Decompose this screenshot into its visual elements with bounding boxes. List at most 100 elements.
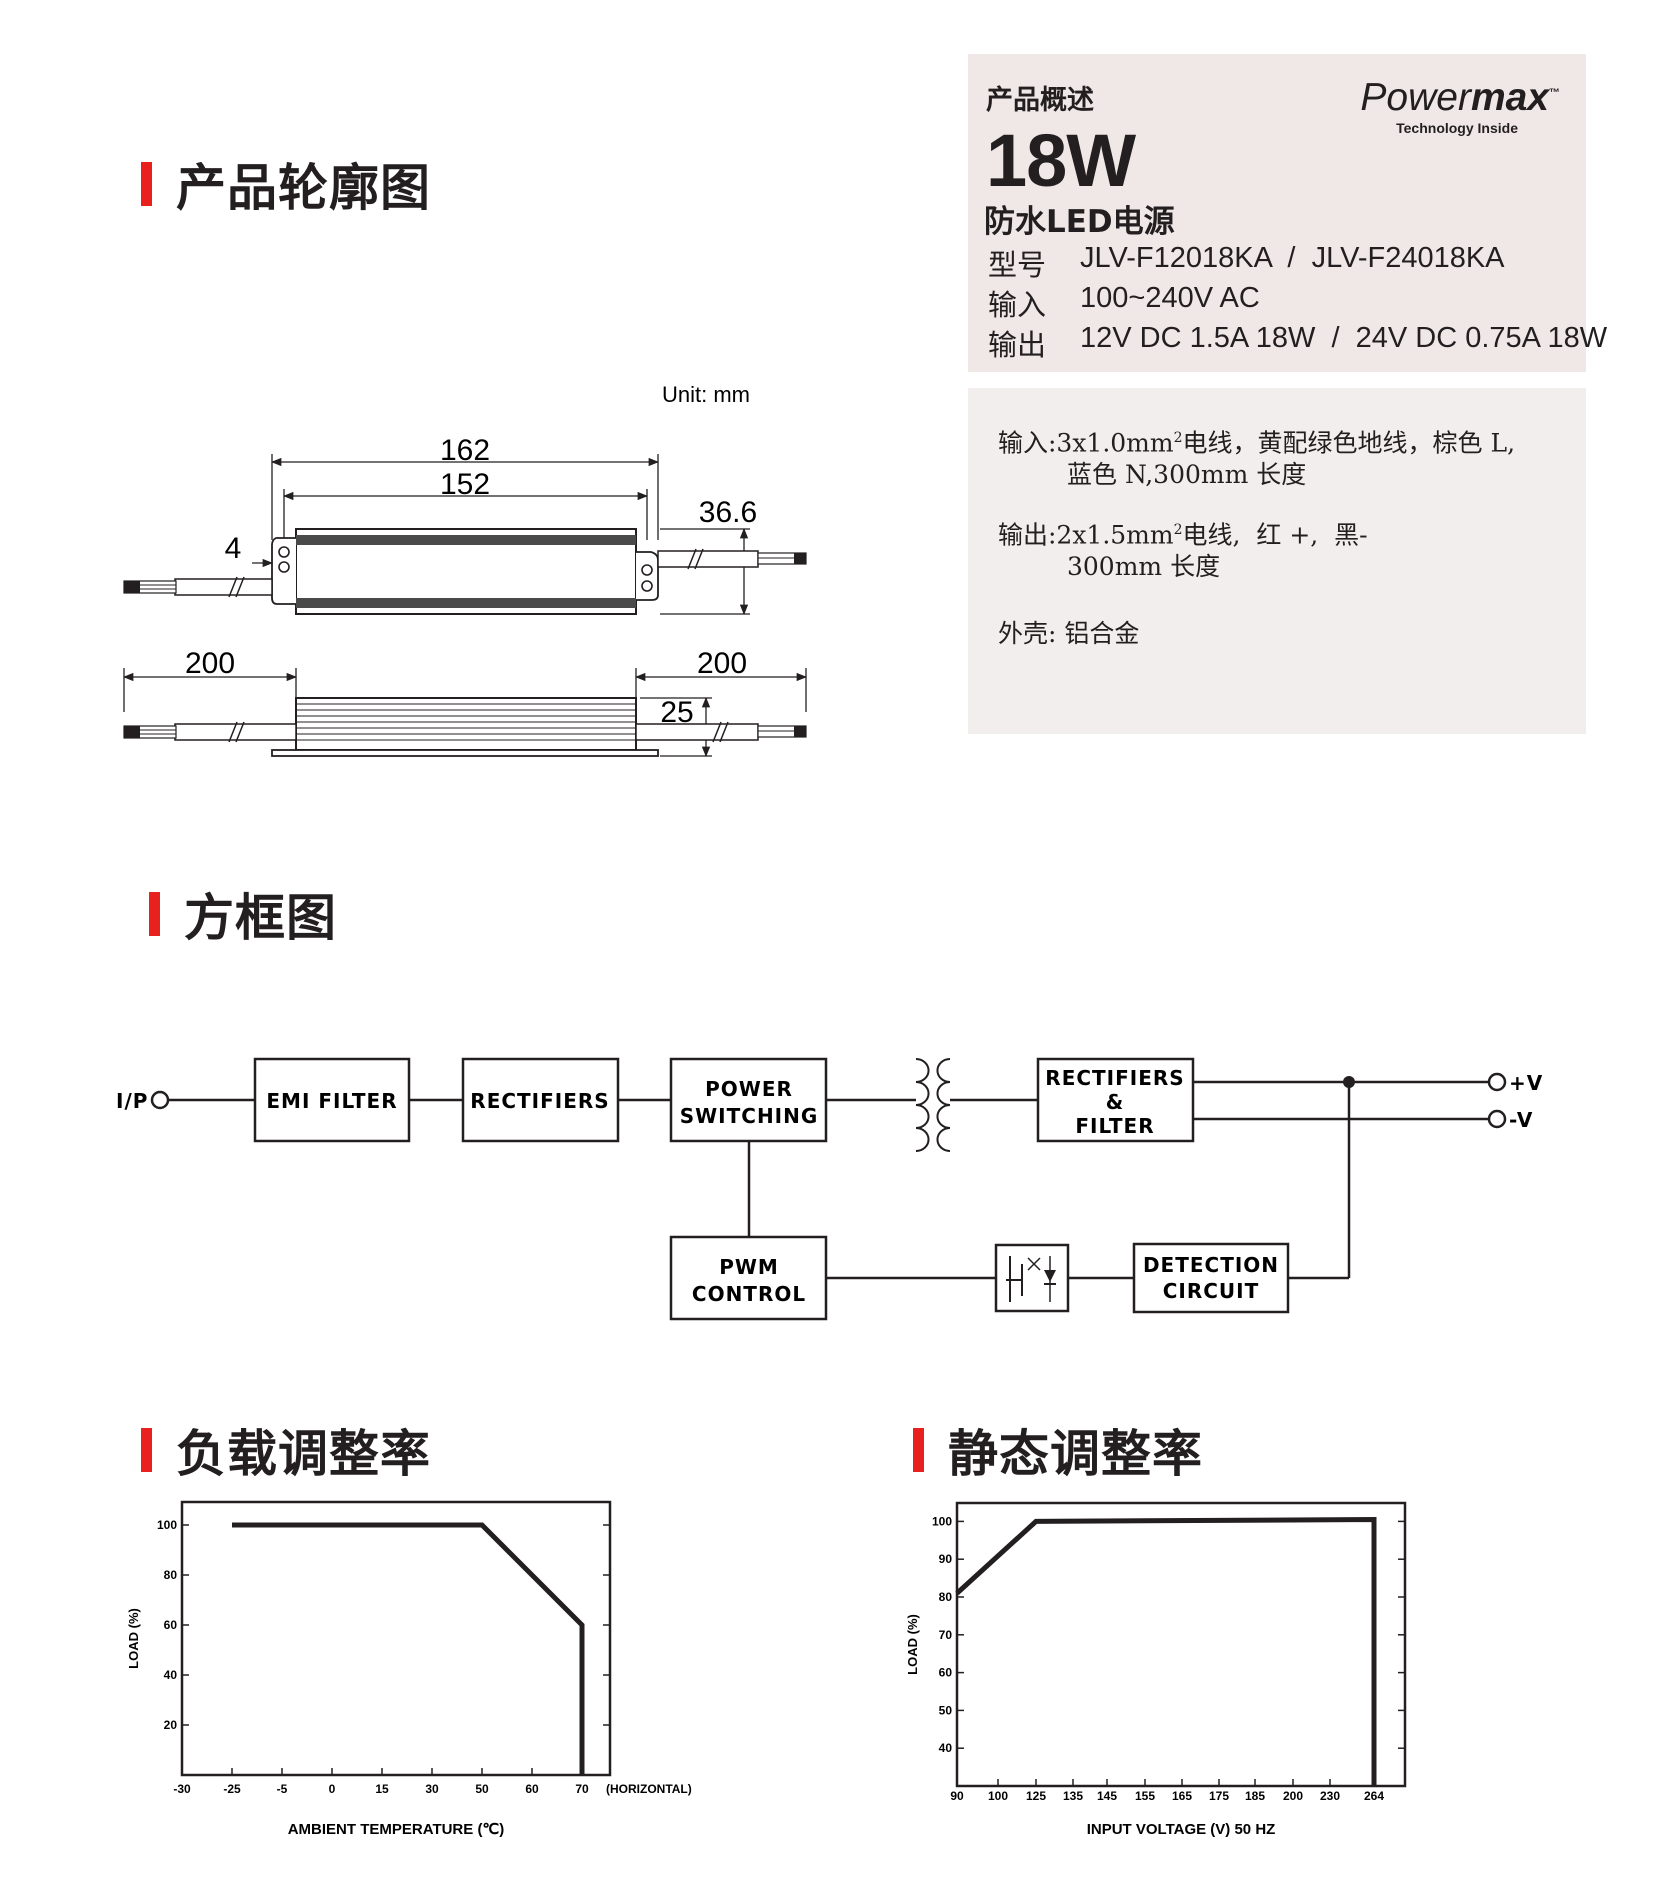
power-switching-label: POWER [705,1077,793,1101]
data-line [232,1522,585,1775]
section-marker [141,1428,152,1472]
logo-light: Power [1360,76,1471,119]
x-tick-label: 70 [575,1782,589,1796]
wire-tip [124,581,140,593]
mount-hole [641,564,653,576]
y-tick-label: 40 [164,1668,178,1682]
x-tick-label: 60 [525,1782,539,1796]
break-mark [687,548,697,570]
y-tick-label: 40 [939,1741,953,1755]
input-spec-post: 电线，黄配绿色地线，棕色 L, [1182,428,1516,458]
rectifiers-filter-block [1036,1057,1195,1143]
break-mark [719,721,729,743]
output-spec-line2: 300mm 长度 [1067,552,1221,582]
spec-value: 100~240V AC [1080,282,1260,314]
output-spec-sup: 2 [1173,522,1183,538]
section-title-text: 静态调整率 [948,1425,1203,1483]
section-marker [913,1428,924,1472]
mount-hole [278,546,290,558]
detection-circuit-block [1132,1242,1290,1314]
break-mark [228,576,238,598]
rectifiers-label: RECTIFIERS [470,1089,609,1113]
optocoupler-icon [994,1243,1070,1313]
output-spec: 输出:2x1.5mm2电线, 红 +, 黑- 300mm 长度 [998,514,1368,583]
x-tick-label: 135 [1063,1789,1083,1803]
emi-filter-label: EMI FILTER [266,1089,397,1113]
outline-drawing: Unit: mm 162 152 36.6 4 200 200 [122,382,808,758]
input-spec-sup: 2 [1173,430,1183,446]
spec-row-input: 输入 100~240V AC [988,282,1260,324]
logo-bold: max [1470,76,1549,119]
plot-frame [955,1501,1407,1788]
break-mark [712,721,722,743]
powermax-logo: Powermax™ Technology Inside [1350,76,1560,136]
rectifiers-block [461,1057,620,1143]
spec-value: 12V DC 1.5A 18W / 24V DC 0.75A 18W [1080,322,1608,354]
mount-flange-right [636,551,659,601]
x-axis-label: AMBIENT TEMPERATURE (℃) [288,1821,505,1838]
x-tick-label: 0 [329,1782,336,1796]
product-name: 防水LED电源 [984,204,1175,240]
x-tick-label: -30 [173,1782,191,1796]
input-label: I/P [116,1089,148,1113]
data-line [955,1516,1377,1786]
y-tick-label: 60 [164,1618,178,1632]
wattage: 18W [986,119,1136,202]
output-cable-side [635,723,759,741]
emi-filter-block [253,1057,411,1143]
y-tick-label: 80 [164,1568,178,1582]
power-switching-label: SWITCHING [680,1104,819,1128]
section-title-text: 负载调整率 [176,1425,431,1483]
dim-4-label: 4 [225,532,242,565]
wire-tip [794,726,806,737]
plot-frame [180,1500,612,1777]
x-axis-note: (HORIZONTAL) [606,1782,692,1796]
y-tick-label: 80 [939,1590,953,1604]
output-spec-pre: 输出:2x1.5mm [998,520,1174,550]
negative-terminal [1487,1109,1507,1129]
x-tick-label: 264 [1364,1789,1384,1803]
section-title-outline: 产品轮廓图 [141,148,431,220]
break-mark [228,721,238,743]
rectifiers-filter-label: & [1106,1090,1124,1114]
logo-tm: ™ [1549,87,1560,99]
detection-circuit-label: DETECTION [1143,1253,1279,1277]
break-mark [694,548,704,570]
spec-key: 型号 [988,250,1047,282]
x-tick-label: 200 [1283,1789,1303,1803]
section-title-static: 静态调整率 [913,1414,1203,1486]
section-title-text: 产品轮廓图 [176,159,431,217]
positive-terminal [1487,1072,1507,1092]
dim-36-6-label: 36.6 [699,496,757,529]
spec-row-model: 型号 JLV-F12018KA / JLV-F24018KA [988,242,1505,284]
input-spec-line2: 蓝色 N,300mm 长度 [1067,460,1307,490]
x-tick-label: 175 [1209,1789,1229,1803]
x-tick-label: 15 [375,1782,389,1796]
block-diagram: I/P +V -V EMI FILTER RECTIFIERS POWER SW… [116,1057,1542,1321]
x-tick-label: 230 [1320,1789,1340,1803]
y-tick-label: 90 [939,1552,953,1566]
wire-tip [794,553,806,564]
y-tick-label: 20 [164,1718,178,1732]
x-tick-label: 90 [950,1789,964,1803]
output-spec-post: 电线, 红 +, 黑- [1182,520,1368,550]
x-axis-label: INPUT VOLTAGE (V) 50 HZ [1087,1821,1276,1838]
logo-tagline: Technology Inside [1396,120,1518,136]
input-spec: 输入:3x1.0mm2电线，黄配绿色地线，棕色 L, 蓝色 N,300mm 长度 [998,422,1515,491]
x-tick-label: 100 [988,1789,1008,1803]
psu-top-stripe [296,535,636,545]
rectifiers-filter-label: FILTER [1075,1114,1154,1138]
x-tick-label: 165 [1172,1789,1192,1803]
details-panel: 输入:3x1.0mm2电线，黄配绿色地线，棕色 L, 蓝色 N,300mm 长度… [968,388,1586,734]
section-title-text: 方框图 [184,889,337,947]
dim-152-label: 152 [440,468,490,501]
y-axis-label: LOAD (%) [126,1608,141,1669]
spec-key: 输出 [988,330,1047,362]
section-marker [149,892,160,936]
psu-side-body [295,697,637,751]
y-tick-label: 100 [932,1514,952,1528]
input-spec-pre: 输入:3x1.0mm [998,428,1174,458]
spec-key: 输入 [988,290,1047,322]
